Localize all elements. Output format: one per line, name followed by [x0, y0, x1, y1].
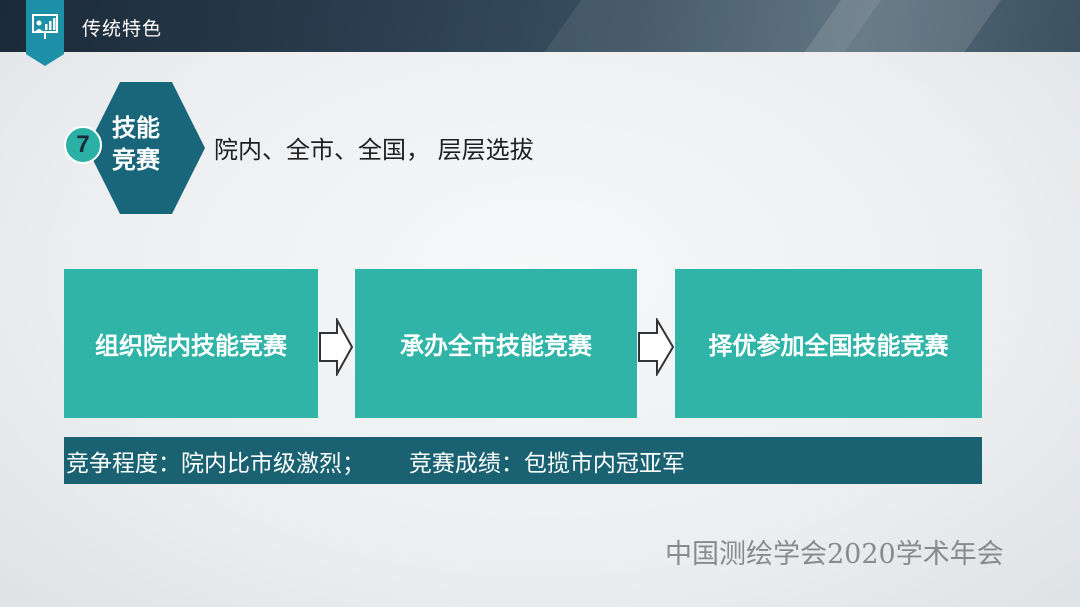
info-bar: 竞争程度：院内比市级激烈； 竞赛成绩：包揽市内冠亚军	[64, 437, 982, 484]
section-label-line1: 技能	[112, 114, 160, 142]
presentation-chart-icon	[32, 14, 58, 39]
step-box-3: 择优参加全国技能竞赛	[675, 269, 982, 418]
step-box-1: 组织院内技能竞赛	[64, 269, 318, 418]
step-box-2: 承办全市技能竞赛	[355, 269, 637, 418]
section-label: 技能 竞赛	[112, 112, 172, 176]
step-label: 承办全市技能竞赛	[400, 332, 592, 360]
arrow-right-icon	[638, 318, 675, 376]
section-label-line2: 竞赛	[112, 146, 160, 174]
header-badge	[26, 0, 64, 66]
footer-text: 中国测绘学会2020学术年会	[665, 539, 1004, 570]
page-title: 传统特色	[82, 18, 163, 40]
arrow-right-icon	[319, 318, 354, 376]
section-intro: 院内、全市、全国， 层层选拔	[214, 136, 534, 164]
section-number-badge: 7	[64, 126, 102, 164]
step-label: 组织院内技能竞赛	[95, 332, 287, 360]
header-bar	[0, 0, 1080, 52]
step-label: 择优参加全国技能竞赛	[708, 332, 949, 360]
